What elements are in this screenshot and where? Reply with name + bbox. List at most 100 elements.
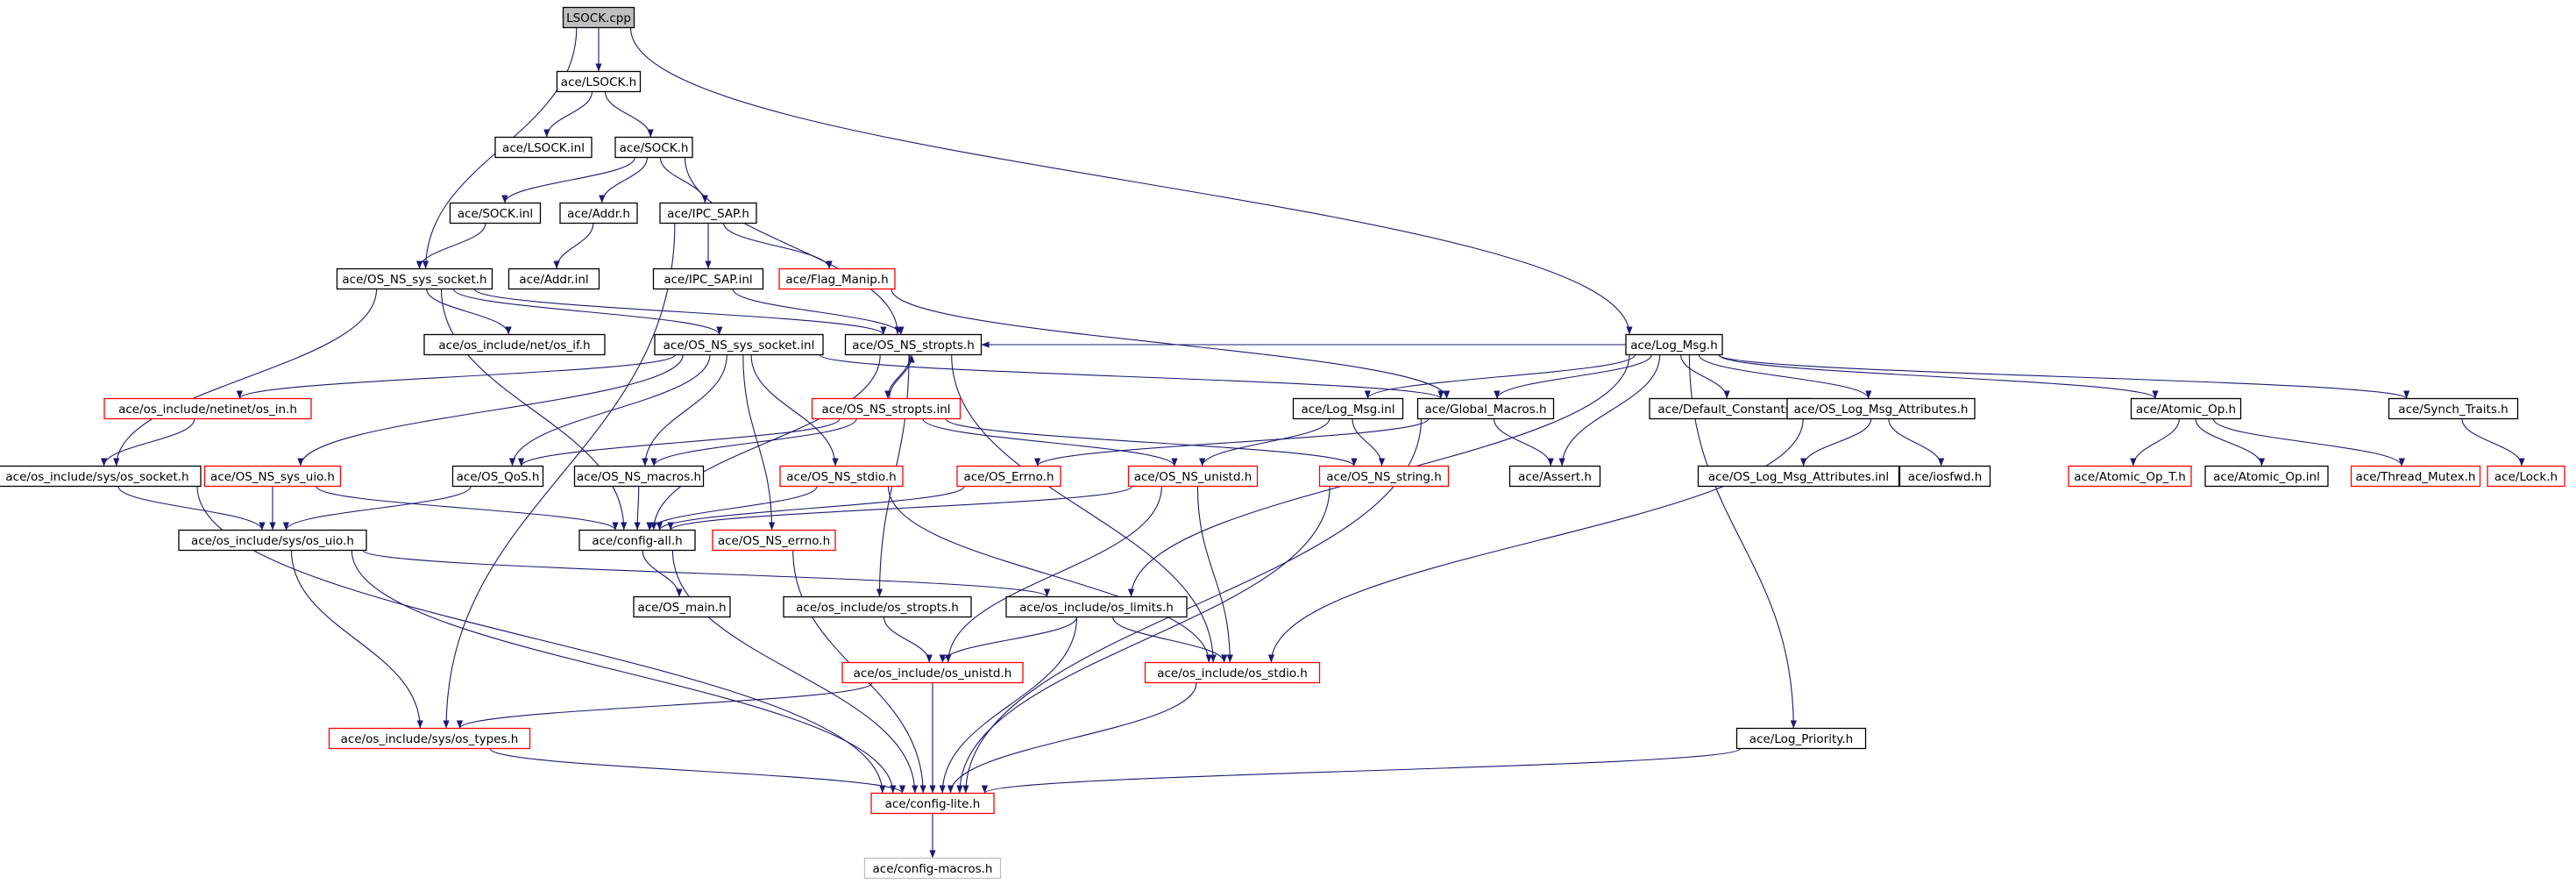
node-os-stdio[interactable]: ace/os_include/os_stdio.h [1144,661,1321,684]
node-box [811,397,962,420]
node-log-msg-inl[interactable]: ace/Log_Msg.inl [1292,397,1404,420]
node-box [1735,727,1867,750]
node-addr-h[interactable]: ace/Addr.h [559,202,638,225]
node-iosfwd[interactable]: ace/iosfwd.h [1898,465,1991,488]
edge-config-all-to-config-lite [671,550,919,794]
node-thread-mutex[interactable]: ace/Thread_Mutex.h [2350,465,2481,488]
edge-os-stdio-to-config-lite [947,682,1197,794]
edge-log-msg-attr-h-to-iosfwd [1888,418,1945,467]
node-label: ace/config-macros.h [873,862,993,876]
edge-ns-sys-socket-h-to-sys-os-socket [113,289,378,467]
edge-ipc-sap-inl-to-ns-stropts-h [732,289,905,335]
node-ns-stropts-inl[interactable]: ace/OS_NS_stropts.inl [811,397,962,420]
node-sys-os-types[interactable]: ace/os_include/sys/os_types.h [328,727,531,750]
node-box [844,333,983,356]
edge-log-msg-attr-h-to-os-stdio [1267,418,1804,663]
node-config-lite[interactable]: ace/config-lite.h [870,792,995,815]
node-box [336,267,493,290]
node-atomic-op-h[interactable]: ace/Atomic_Op.h [2130,397,2242,420]
node-addr-inl[interactable]: ace/Addr.inl [507,267,600,290]
node-flag-manip[interactable]: ace/Flag_Manip.h [778,267,896,290]
edge-ns-stdio-h-to-config-all [646,486,818,531]
node-assert-h[interactable]: ace/Assert.h [1508,465,1601,488]
node-ns-errno[interactable]: ace/OS_NS_errno.h [712,529,836,552]
node-box [2130,397,2242,420]
node-os-limits[interactable]: ace/os_include/os_limits.h [1005,595,1188,618]
node-box [507,267,600,290]
node-log-msg-attr-h[interactable]: ace/OS_Log_Msg_Attributes.h [1786,397,1976,420]
node-box [449,202,542,225]
edge-ipc-sap-h-to-flag-manip [723,223,833,269]
node-global-macros[interactable]: ace/Global_Macros.h [1416,397,1555,420]
node-log-msg-h[interactable]: ace/Log_Msg.h [1625,333,1723,356]
node-sock-inl[interactable]: ace/SOCK.inl [449,202,542,225]
node-lock-h[interactable]: ace/Lock.h [2487,465,2565,488]
node-box [2068,465,2192,488]
node-box [1144,661,1321,684]
node-ns-sys-uio[interactable]: ace/OS_NS_sys_uio.h [203,465,342,488]
node-os-main[interactable]: ace/OS_main.h [633,595,731,618]
node-os-stropts[interactable]: ace/os_include/os_stropts.h [783,595,972,618]
node-ns-unistd[interactable]: ace/OS_NS_unistd.h [1127,465,1259,488]
node-lsock-h[interactable]: ace/LSOCK.h [556,70,642,93]
node-label: ace/OS_QoS.h [457,470,540,484]
node-ns-sys-socket-inl[interactable]: ace/OS_NS_sys_socket.inl [654,333,824,356]
node-log-priority[interactable]: ace/Log_Priority.h [1735,727,1867,750]
node-ns-stdio-h[interactable]: ace/OS_NS_stdio.h [779,465,904,488]
node-box [778,267,896,290]
edge-ns-sys-socket-h-to-ns-sys-socket-inl [452,289,723,335]
edge-ns-macros-to-config-all [634,486,641,531]
edge-sock-h-to-ipc-sap-h [659,157,708,203]
edge-log-msg-h-to-default-constants [1680,354,1730,399]
node-os-unistd[interactable]: ace/os_include/os_unistd.h [841,661,1024,684]
edge-os-qos-to-sys-os-uio [282,486,472,531]
node-netinet-os-in[interactable]: ace/os_include/netinet/os_in.h [103,397,312,420]
edge-atomic-op-h-to-thread-mutex [2212,418,2405,467]
node-sys-os-uio[interactable]: ace/os_include/sys/os_uio.h [178,529,367,552]
node-box [1005,595,1188,618]
node-box [1786,397,1976,420]
node-ipc-sap-inl[interactable]: ace/IPC_SAP.inl [652,267,764,290]
node-default-constants[interactable]: ace/Default_Constants.h [1649,397,1812,420]
edge-atomic-op-h-to-atomic-op-inl [2195,418,2266,467]
node-log-msg-attr-inl[interactable]: ace/OS_Log_Msg_Attributes.inl [1697,465,1900,488]
edge-ns-stropts-inl-to-ns-macros [650,418,857,467]
edge-ns-sys-socket-inl-to-netinet-os-in [236,354,676,399]
edge-ns-string-to-config-lite [956,486,1331,794]
node-config-macros[interactable]: ace/config-macros.h [863,857,1002,880]
edge-ns-stropts-h-to-ns-stropts-inl [884,354,911,399]
edge-global-macros-to-os-errno [1034,418,1430,467]
edge-ns-sys-socket-inl-to-global-macros [819,354,1444,399]
edge-ns-sys-socket-inl-to-ns-macros [642,354,727,467]
edge-os-limits-to-config-lite [939,617,1078,794]
node-os-errno[interactable]: ace/OS_Errno.h [956,465,1061,488]
node-label: ace/config-lite.h [885,797,981,811]
node-atomic-op-inl[interactable]: ace/Atomic_Op.inl [2204,465,2329,488]
node-synch-traits[interactable]: ace/Synch_Traits.h [2388,397,2519,420]
node-os-qos[interactable]: ace/OS_QoS.h [451,465,544,488]
node-atomic-op-t[interactable]: ace/Atomic_Op_T.h [2068,465,2192,488]
node-label: ace/Log_Priority.h [1749,732,1853,746]
node-label: ace/OS_NS_unistd.h [1134,470,1253,484]
node-box [0,465,202,488]
node-label: ace/os_include/os_stropts.h [796,601,959,615]
node-lsock-inl[interactable]: ace/LSOCK.inl [494,136,593,159]
node-label: ace/Global_Macros.h [1424,403,1546,417]
node-label: ace/os_include/netinet/os_in.h [118,403,297,417]
node-box [1625,333,1723,356]
node-ns-sys-socket-h[interactable]: ace/OS_NS_sys_socket.h [336,267,493,290]
node-lsock-cpp[interactable]: LSOCK.cpp [562,6,635,29]
edge-log-msg-h-to-log-msg-attr-h [1698,354,1872,399]
node-label: ace/OS_Log_Msg_Attributes.inl [1708,470,1889,484]
node-ns-string[interactable]: ace/OS_NS_string.h [1318,465,1450,488]
edge-os-unistd-to-sys-os-types [457,682,873,729]
node-config-all[interactable]: ace/config-all.h [578,529,696,552]
node-net-os-if[interactable]: ace/os_include/net/os_if.h [423,333,606,356]
node-label: ace/Flag_Manip.h [785,273,888,287]
node-ns-stropts-h[interactable]: ace/OS_NS_stropts.h [844,333,983,356]
node-label: ace/os_include/os_stdio.h [1157,667,1308,681]
node-ipc-sap-h[interactable]: ace/IPC_SAP.h [659,202,757,225]
node-sys-os-socket[interactable]: ace/os_include/sys/os_socket.h [0,465,202,488]
node-sock-h[interactable]: ace/SOCK.h [614,136,693,159]
node-ns-macros[interactable]: ace/OS_NS_macros.h [573,465,705,488]
